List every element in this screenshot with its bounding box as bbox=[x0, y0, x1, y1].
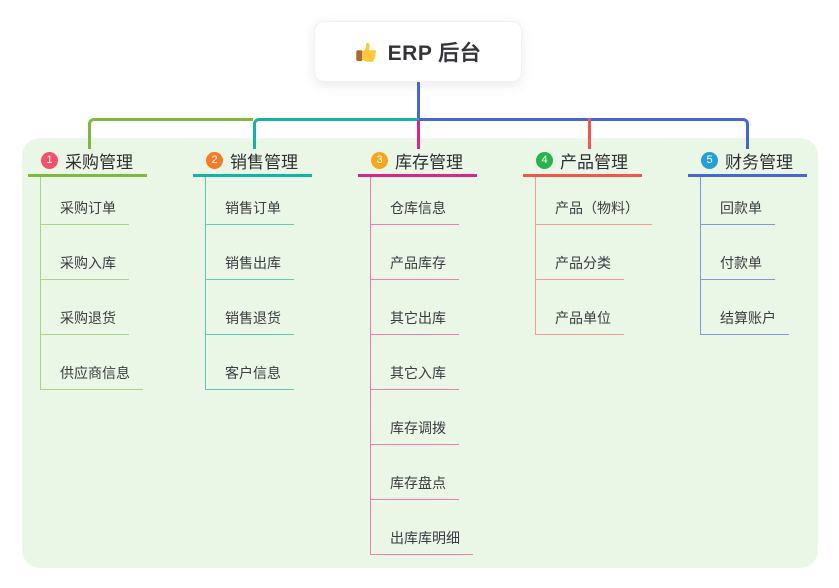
mindmap-node[interactable]: 出库库明细 bbox=[371, 500, 473, 555]
branch-header[interactable]: 1 采购管理 bbox=[28, 146, 147, 177]
branch-title: 采购管理 bbox=[65, 152, 133, 172]
branch-purchase: 1 采购管理 采购订单 采购入库 采购退货 供应商信息 bbox=[28, 146, 147, 390]
mindmap-node[interactable]: 其它入库 bbox=[371, 335, 459, 390]
branch-number-badge: 3 bbox=[371, 151, 388, 169]
branch-title: 财务管理 bbox=[725, 152, 793, 172]
connector-branch-sales bbox=[253, 118, 419, 149]
mindmap-node[interactable]: 采购退货 bbox=[41, 280, 129, 335]
mindmap-node[interactable]: 销售出库 bbox=[206, 225, 294, 280]
connector-branch-inventory bbox=[417, 120, 420, 149]
root-title: ERP 后台 bbox=[387, 41, 482, 65]
branch-number-badge: 4 bbox=[536, 151, 553, 169]
branch-header[interactable]: 4 产品管理 bbox=[523, 146, 642, 177]
branch-header[interactable]: 2 销售管理 bbox=[193, 146, 312, 177]
mindmap-node[interactable]: 付款单 bbox=[701, 225, 775, 280]
branch-sales: 2 销售管理 销售订单 销售出库 销售退货 客户信息 bbox=[193, 146, 312, 390]
branch-header[interactable]: 5 财务管理 bbox=[688, 146, 807, 177]
mindmap-node[interactable]: 库存盘点 bbox=[371, 445, 459, 500]
branch-inventory: 3 库存管理 仓库信息 产品库存 其它出库 其它入库 库存调拨 库存盘点 出库库… bbox=[358, 146, 477, 555]
connector-root bbox=[417, 81, 420, 119]
mindmap-node[interactable]: 结算账户 bbox=[701, 280, 789, 335]
branch-title: 产品管理 bbox=[560, 152, 628, 172]
mindmap-node[interactable]: 产品库存 bbox=[371, 225, 459, 280]
thumbs-up-icon bbox=[355, 40, 378, 63]
mindmap-node[interactable]: 销售订单 bbox=[206, 177, 294, 225]
root-node[interactable]: ERP 后台 bbox=[314, 21, 522, 82]
mindmap-node[interactable]: 库存调拨 bbox=[371, 390, 459, 445]
connector-branch-finance bbox=[419, 118, 749, 149]
mindmap-node[interactable]: 供应商信息 bbox=[41, 335, 143, 390]
branch-children: 回款单 付款单 结算账户 bbox=[700, 177, 807, 335]
mindmap-node[interactable]: 产品单位 bbox=[536, 280, 624, 335]
branch-header[interactable]: 3 库存管理 bbox=[358, 146, 477, 177]
branch-title: 销售管理 bbox=[230, 152, 298, 172]
branch-children: 仓库信息 产品库存 其它出库 其它入库 库存调拨 库存盘点 出库库明细 bbox=[370, 177, 477, 555]
branches-panel bbox=[22, 138, 818, 568]
mindmap-node[interactable]: 仓库信息 bbox=[371, 177, 459, 225]
mindmap-node[interactable]: 采购入库 bbox=[41, 225, 129, 280]
connector-branch-product bbox=[588, 118, 591, 149]
branch-title: 库存管理 bbox=[395, 152, 463, 172]
branch-children: 销售订单 销售出库 销售退货 客户信息 bbox=[205, 177, 312, 390]
mindmap-node[interactable]: 回款单 bbox=[701, 177, 775, 225]
branch-children: 产品（物料） 产品分类 产品单位 bbox=[535, 177, 652, 335]
mindmap-node[interactable]: 采购订单 bbox=[41, 177, 129, 225]
mindmap-node[interactable]: 销售退货 bbox=[206, 280, 294, 335]
branch-finance: 5 财务管理 回款单 付款单 结算账户 bbox=[688, 146, 807, 335]
branch-number-badge: 1 bbox=[41, 151, 58, 169]
mindmap-node[interactable]: 其它出库 bbox=[371, 280, 459, 335]
branch-number-badge: 2 bbox=[206, 151, 223, 169]
mindmap-node[interactable]: 产品分类 bbox=[536, 225, 624, 280]
mindmap-node[interactable]: 客户信息 bbox=[206, 335, 294, 390]
branch-number-badge: 5 bbox=[701, 151, 718, 169]
branch-product: 4 产品管理 产品（物料） 产品分类 产品单位 bbox=[523, 146, 652, 335]
connector-branch-purchase bbox=[88, 118, 253, 149]
mindmap-node[interactable]: 产品（物料） bbox=[536, 177, 652, 225]
branch-children: 采购订单 采购入库 采购退货 供应商信息 bbox=[40, 177, 147, 390]
